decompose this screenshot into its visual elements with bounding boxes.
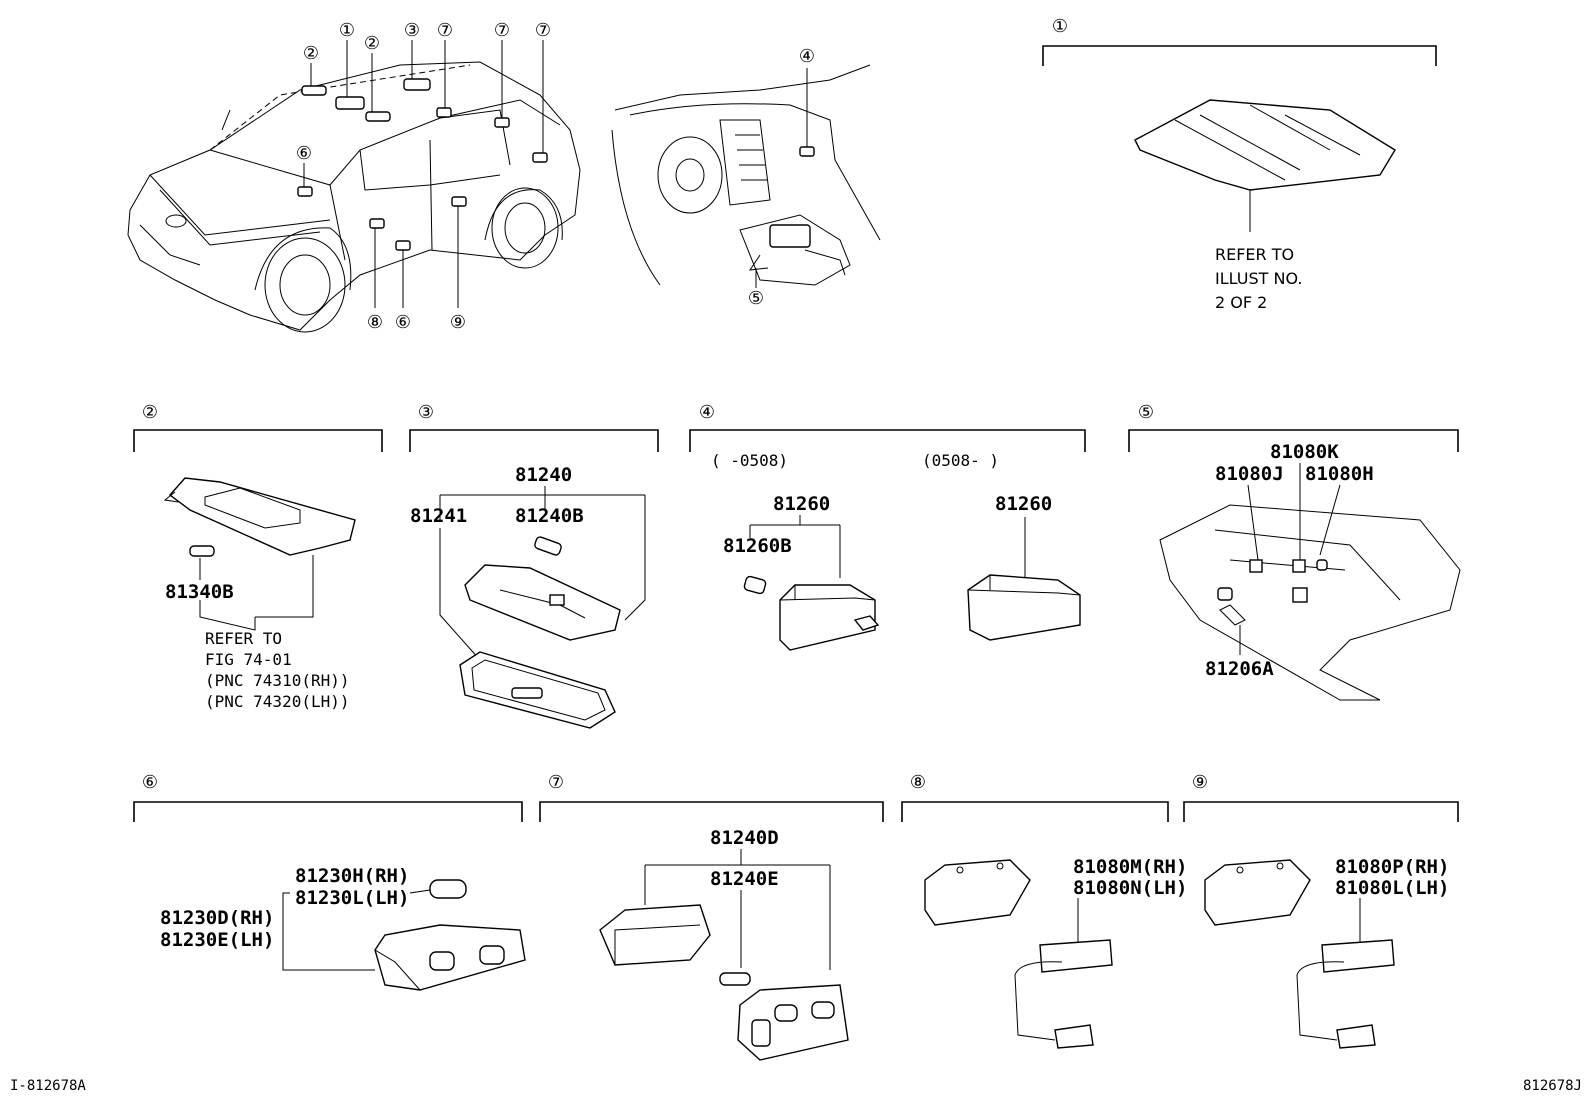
- section-6-part-81230H-RH: 81230H(RH): [295, 865, 409, 887]
- section-5-marker: ⑤: [1138, 402, 1154, 423]
- section-5: ⑤ 81080K 81080J 81080H 81206A: [1128, 402, 1461, 701]
- section-2-marker: ②: [142, 402, 158, 423]
- section-4-date-left: ( -0508): [711, 451, 788, 470]
- section-4: ④ ( -0508) (0508- ) 81260 81260B 81260: [689, 402, 1086, 651]
- marker-4-dash: ④: [799, 46, 815, 67]
- marker-6-door: ⑥: [395, 312, 411, 333]
- section-4-part-81260B: 81260B: [723, 535, 792, 557]
- section-3-part-81240: 81240: [515, 464, 572, 486]
- section-6: ⑥ 81230H(RH) 81230L(LH) 81230D(RH) 81230…: [133, 772, 526, 991]
- marker-9-door: ⑨: [450, 312, 466, 333]
- section-5-part-81080J: 81080J: [1215, 463, 1284, 485]
- section-4-date-right: (0508- ): [922, 451, 999, 470]
- marker-2-roof-right: ②: [364, 33, 380, 54]
- marker-3-roof: ③: [404, 20, 420, 41]
- section-5-part-81206A: 81206A: [1205, 658, 1274, 680]
- section-6-marker: ⑥: [142, 772, 158, 793]
- section-2-ref-line2: FIG 74-01: [205, 650, 292, 669]
- marker-1-roof: ①: [339, 20, 355, 41]
- section-1-marker: ①: [1052, 16, 1068, 37]
- section-7-part-81240E: 81240E: [710, 868, 779, 890]
- vehicle-overview-illustration: ② ① ② ③ ⑦ ⑦ ⑦ ⑥ ⑧ ⑥ ⑨: [127, 20, 581, 333]
- marker-8-door: ⑧: [367, 312, 383, 333]
- dashboard-overview-illustration: ④ ⑤: [611, 46, 881, 309]
- marker-6-front: ⑥: [296, 143, 312, 164]
- section-2: ② 81340B REFER TO FIG 74-01 (PNC 74310(R…: [133, 402, 383, 711]
- section-9-marker: ⑨: [1192, 772, 1208, 793]
- section-6-part-81230L-LH: 81230L(LH): [295, 887, 409, 909]
- section-3: ③ 81240 81241 81240B: [409, 402, 659, 729]
- section-7-marker: ⑦: [548, 772, 564, 793]
- marker-7-c: ⑦: [535, 20, 551, 41]
- marker-7-b: ⑦: [494, 20, 510, 41]
- section-4-part-81260-left: 81260: [773, 493, 830, 515]
- section-7-part-81240D: 81240D: [710, 827, 779, 849]
- section-6-part-81230D-RH: 81230D(RH): [160, 907, 274, 929]
- marker-5-console: ⑤: [748, 288, 764, 309]
- marker-7-a: ⑦: [437, 20, 453, 41]
- section-1: ① REFER TO ILLUST NO. 2 OF 2: [1042, 16, 1437, 312]
- section-3-part-81241: 81241: [410, 505, 467, 527]
- section-5-part-81080H: 81080H: [1305, 463, 1374, 485]
- section-3-marker: ③: [418, 402, 434, 423]
- section-7: ⑦ 81240D 81240E: [539, 772, 884, 1061]
- section-5-part-81080K: 81080K: [1270, 441, 1339, 463]
- section-8-part-81080N-LH: 81080N(LH): [1073, 877, 1187, 899]
- footer-left-code: I-812678A: [10, 1078, 86, 1094]
- section-8-part-81080M-RH: 81080M(RH): [1073, 856, 1187, 878]
- section-2-part-81340B: 81340B: [165, 581, 234, 603]
- section-9-part-81080P-RH: 81080P(RH): [1335, 856, 1449, 878]
- footer-right-code: 812678J: [1523, 1078, 1582, 1094]
- section-1-ref-line2: ILLUST NO.: [1215, 269, 1302, 288]
- marker-2-roof-left: ②: [303, 43, 319, 64]
- section-2-ref-line4: (PNC 74320(LH)): [205, 692, 350, 711]
- section-1-ref-line3: 2 OF 2: [1215, 293, 1267, 312]
- section-8-marker: ⑧: [910, 772, 926, 793]
- section-3-part-81240B: 81240B: [515, 505, 584, 527]
- section-8: ⑧ 81080M(RH) 81080N(LH): [901, 772, 1187, 1049]
- section-2-ref-line3: (PNC 74310(RH)): [205, 671, 350, 690]
- section-1-ref-line1: REFER TO: [1215, 245, 1294, 264]
- section-4-marker: ④: [699, 402, 715, 423]
- section-4-part-81260-right: 81260: [995, 493, 1052, 515]
- section-9-part-81080L-LH: 81080L(LH): [1335, 877, 1449, 899]
- section-6-part-81230E-LH: 81230E(LH): [160, 929, 274, 951]
- section-9: ⑨ 81080P(RH) 81080L(LH): [1183, 772, 1459, 1049]
- section-2-ref-line1: REFER TO: [205, 629, 282, 648]
